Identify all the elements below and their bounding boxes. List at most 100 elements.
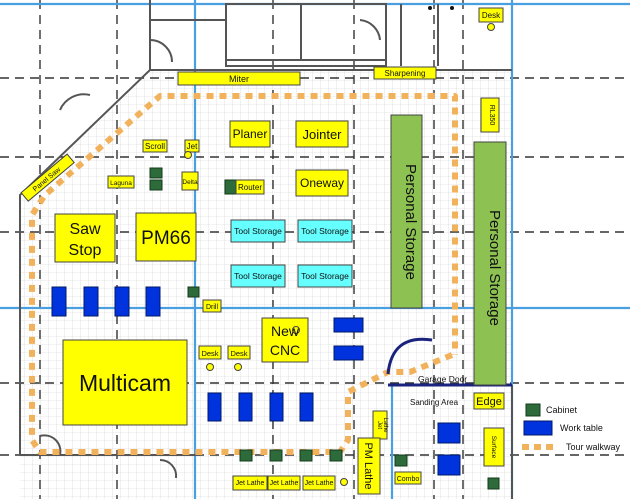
legend-cabinet-label: Cabinet xyxy=(546,405,578,415)
desk-2 xyxy=(227,345,251,360)
desk-top-right xyxy=(478,7,504,23)
work-table xyxy=(145,286,161,317)
saw-stop-label-2: Stop xyxy=(69,242,102,259)
legend-walkway-label: Tour walkway xyxy=(566,442,621,452)
planer-label: Planer xyxy=(233,127,268,141)
combo-label: Combo xyxy=(397,476,420,483)
multicam xyxy=(62,339,188,426)
panel-saw xyxy=(20,153,75,202)
delta-tool xyxy=(181,171,199,191)
jet-tool xyxy=(184,139,200,153)
garage-door-label: Garage Door xyxy=(418,374,467,384)
jet-lathe-3 xyxy=(302,475,336,491)
desk-top-label: Desk xyxy=(482,11,501,20)
pm-lathe-label: PM Lathe xyxy=(362,442,374,489)
new-cnc-label-1: New xyxy=(271,323,300,339)
tool-storage-4 xyxy=(297,264,353,288)
desk-1-label: Desk xyxy=(201,349,218,358)
combo-sander xyxy=(394,471,422,485)
jet-lathe-1 xyxy=(232,475,268,491)
planer xyxy=(229,120,271,148)
tool-storage-1 xyxy=(230,219,286,243)
tool-storage-4-label: Tool Storage xyxy=(301,271,349,281)
cabinet xyxy=(269,449,283,462)
work-tables xyxy=(51,286,461,476)
new-cnc xyxy=(261,317,309,363)
legend-cabinet-swatch xyxy=(525,403,541,417)
miter-station xyxy=(177,71,301,86)
jointer-label: Jointer xyxy=(302,127,342,142)
legend-work-table-label: Work table xyxy=(560,423,603,433)
tool-storage-group: Tool Storage Tool Storage Tool Storage T… xyxy=(230,219,353,288)
sharpening-station xyxy=(373,66,437,80)
multicam-label: Multicam xyxy=(79,370,171,396)
jet-lathe-1-label: Jet Lathe xyxy=(236,480,265,487)
pm66 xyxy=(135,212,197,262)
cabinet xyxy=(329,449,343,462)
work-table xyxy=(83,286,99,317)
work-table xyxy=(207,392,222,422)
router-label: Router xyxy=(238,183,262,192)
laguna-label: Laguna xyxy=(110,180,132,187)
cabinets xyxy=(149,167,500,490)
cabinet xyxy=(487,477,500,490)
work-table xyxy=(333,345,364,361)
laguna-saw xyxy=(107,175,135,189)
jet-lathe-2-label: Jet Lathe xyxy=(270,480,299,487)
cabinet xyxy=(149,179,163,191)
desk-1 xyxy=(198,345,222,360)
cabinet xyxy=(394,454,408,467)
router-table xyxy=(235,179,265,195)
tool-storage-1-label: Tool Storage xyxy=(234,226,282,236)
scroll-saw xyxy=(142,139,168,153)
cabinet xyxy=(239,449,253,462)
new-cnc-label-2: CNC xyxy=(270,342,300,358)
legend-work-table-swatch xyxy=(523,420,553,436)
tool-storage-2-label: Tool Storage xyxy=(301,226,349,236)
oneway-label: Oneway xyxy=(300,176,344,190)
work-table xyxy=(437,422,461,444)
cabinet xyxy=(187,286,200,298)
jet-lathe-3-label: Jet Lathe xyxy=(305,480,334,487)
jet-lathe-small-label-1: Jet xyxy=(376,421,382,429)
pm-lathe xyxy=(357,437,381,495)
personal-storage-1-label: Personal Storage xyxy=(402,164,419,280)
miter-label: Miter xyxy=(229,74,249,84)
saw-stop-label-1: Saw xyxy=(69,221,101,238)
edge-label: Edge xyxy=(476,396,502,408)
jet-lathe-small-label-2: Lathe xyxy=(382,417,388,433)
saw-stop xyxy=(54,213,116,263)
surface-sander xyxy=(483,427,505,467)
delta-label: Delta xyxy=(182,179,198,186)
tool-storage-3 xyxy=(230,264,286,288)
jet-lathe-2 xyxy=(267,475,301,491)
stools xyxy=(184,23,495,486)
cabinet xyxy=(224,179,237,195)
jointer xyxy=(295,120,349,148)
tool-storage-2 xyxy=(297,219,353,243)
work-table xyxy=(269,392,284,422)
garage-door-swing xyxy=(386,337,433,375)
work-table xyxy=(114,286,130,317)
legend: Cabinet Work table Tour walkway xyxy=(522,403,621,452)
sanding-area-label: Sanding Area xyxy=(410,398,459,407)
work-table xyxy=(437,454,461,476)
personal-storage-2 xyxy=(473,141,507,386)
oneway xyxy=(295,169,349,197)
personal-storage-2-label: Personal Storage xyxy=(486,210,503,326)
tool-storage-3-label: Tool Storage xyxy=(234,271,282,281)
pm66-label: PM66 xyxy=(141,228,191,249)
drill-label: Drill xyxy=(206,304,218,311)
equipment xyxy=(20,7,505,495)
work-table xyxy=(51,286,67,317)
sharpening-label: Sharpening xyxy=(385,69,426,78)
rl350-label: RL350 xyxy=(488,105,495,126)
personal-storage-1 xyxy=(390,114,423,309)
cabinet xyxy=(149,167,163,179)
walls xyxy=(19,0,513,499)
scroll-label: Scroll xyxy=(145,142,165,151)
rl350 xyxy=(480,97,500,133)
cabinet xyxy=(299,449,313,462)
